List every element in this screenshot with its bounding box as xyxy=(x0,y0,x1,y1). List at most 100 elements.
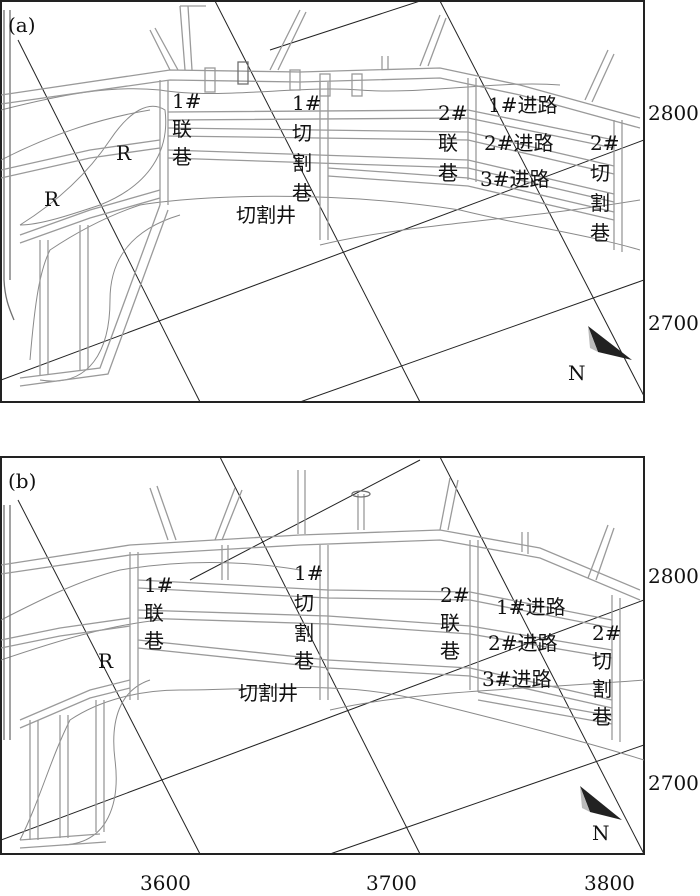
grid-line xyxy=(269,1,421,51)
route xyxy=(167,157,615,203)
route xyxy=(327,175,615,221)
drift xyxy=(1,625,131,649)
grid-line xyxy=(329,744,644,854)
tunnel xyxy=(3,10,15,321)
north-arrow-icon xyxy=(588,326,632,360)
y-tick-label: 2700 xyxy=(648,771,699,795)
svg-text:巷: 巷 xyxy=(440,639,460,663)
contour-line xyxy=(19,687,644,841)
label-route-1: 1#进路 xyxy=(488,93,557,117)
shaft xyxy=(521,532,529,554)
shaft xyxy=(179,5,206,71)
shaft xyxy=(381,56,389,70)
cut-roadway-2 xyxy=(613,120,623,252)
cut-roadway-2 xyxy=(611,595,621,742)
north-arrow-icon xyxy=(580,786,622,820)
label-connect-roadway-2: 2# 联 巷 xyxy=(438,101,467,185)
svg-text:切: 切 xyxy=(590,161,610,185)
shaft xyxy=(584,49,615,103)
grid-line xyxy=(1,599,644,841)
shaft xyxy=(419,14,447,67)
svg-text:切: 切 xyxy=(292,121,312,145)
route xyxy=(327,167,615,213)
route xyxy=(167,109,615,141)
panel-b-drawing xyxy=(1,457,644,854)
svg-text:巷: 巷 xyxy=(144,629,164,653)
label-cut-roadway-2: 2# 切 割 巷 xyxy=(592,621,621,729)
label-route-3: 3#进路 xyxy=(482,667,551,691)
svg-text:1#: 1# xyxy=(144,573,173,597)
route xyxy=(477,691,613,725)
north-label: N xyxy=(592,821,610,845)
route xyxy=(167,149,615,195)
main-drift xyxy=(1,77,641,129)
label-cutting-well: 切割井 xyxy=(236,203,296,227)
x-tick-label: 3800 xyxy=(584,871,635,895)
panel-label: (a) xyxy=(8,13,36,37)
main-drift xyxy=(1,539,641,601)
shaft-cap xyxy=(351,490,371,498)
drift xyxy=(19,679,131,721)
svg-text:割: 割 xyxy=(590,191,610,215)
route xyxy=(137,639,613,701)
route xyxy=(167,135,615,175)
north-label: N xyxy=(568,361,586,385)
north-arrow xyxy=(588,326,632,360)
svg-text:联: 联 xyxy=(144,601,164,625)
svg-text:巷: 巷 xyxy=(590,221,610,245)
drift xyxy=(39,240,49,375)
label-route-2: 2#进路 xyxy=(488,631,557,655)
drift xyxy=(221,545,229,580)
grid-line xyxy=(439,457,644,854)
drift xyxy=(19,209,169,387)
drift xyxy=(19,197,161,244)
contour-line xyxy=(329,679,644,711)
grid-line xyxy=(214,1,421,402)
shaft xyxy=(149,27,179,71)
panel-b: (b) 1# 联 巷 1# 切 割 巷 2# 联 巷 1#进路 2#进路 3#进… xyxy=(0,456,699,855)
route xyxy=(137,587,613,629)
panel-a-drawing xyxy=(1,1,644,402)
svg-text:巷: 巷 xyxy=(592,705,612,729)
svg-text:巷: 巷 xyxy=(292,181,312,205)
label-rock: R xyxy=(44,187,60,211)
label-connect-roadway-1: 1# 联 巷 xyxy=(172,89,201,169)
label-cutting-well: 切割井 xyxy=(238,681,298,705)
contour-line xyxy=(19,105,167,226)
drift xyxy=(95,700,105,832)
svg-text:割: 割 xyxy=(592,677,612,701)
svg-text:1#: 1# xyxy=(292,91,321,115)
x-tick-label: 3700 xyxy=(366,871,417,895)
main-drift xyxy=(1,529,641,591)
shaft xyxy=(439,477,459,531)
grid-line xyxy=(439,1,644,397)
grid-line xyxy=(17,39,201,402)
route xyxy=(137,617,613,659)
route xyxy=(137,609,613,651)
tunnel xyxy=(3,505,11,740)
drift xyxy=(79,225,89,370)
svg-text:联: 联 xyxy=(438,131,458,155)
shaft-block xyxy=(204,67,216,93)
shaft xyxy=(149,485,177,541)
svg-text:联: 联 xyxy=(172,117,192,141)
drift xyxy=(19,833,107,849)
panel-a-frame xyxy=(0,0,645,403)
contour-line xyxy=(1,562,301,621)
shaft xyxy=(269,9,307,71)
drift xyxy=(1,617,131,641)
panel-b-frame xyxy=(0,456,645,855)
grid-line xyxy=(17,499,201,854)
y-tick-label: 2700 xyxy=(648,311,699,335)
x-tick-label: 3600 xyxy=(140,871,191,895)
contour-line xyxy=(29,195,641,361)
label-cut-roadway-1: 1# 切 割 巷 xyxy=(294,561,323,673)
svg-text:切: 切 xyxy=(294,591,314,615)
contour-line xyxy=(1,619,161,661)
label-route-2: 2#进路 xyxy=(484,131,553,155)
cut-roadway-1 xyxy=(319,545,329,700)
contour-line xyxy=(1,109,151,161)
drift xyxy=(59,715,69,838)
drift xyxy=(19,189,161,236)
